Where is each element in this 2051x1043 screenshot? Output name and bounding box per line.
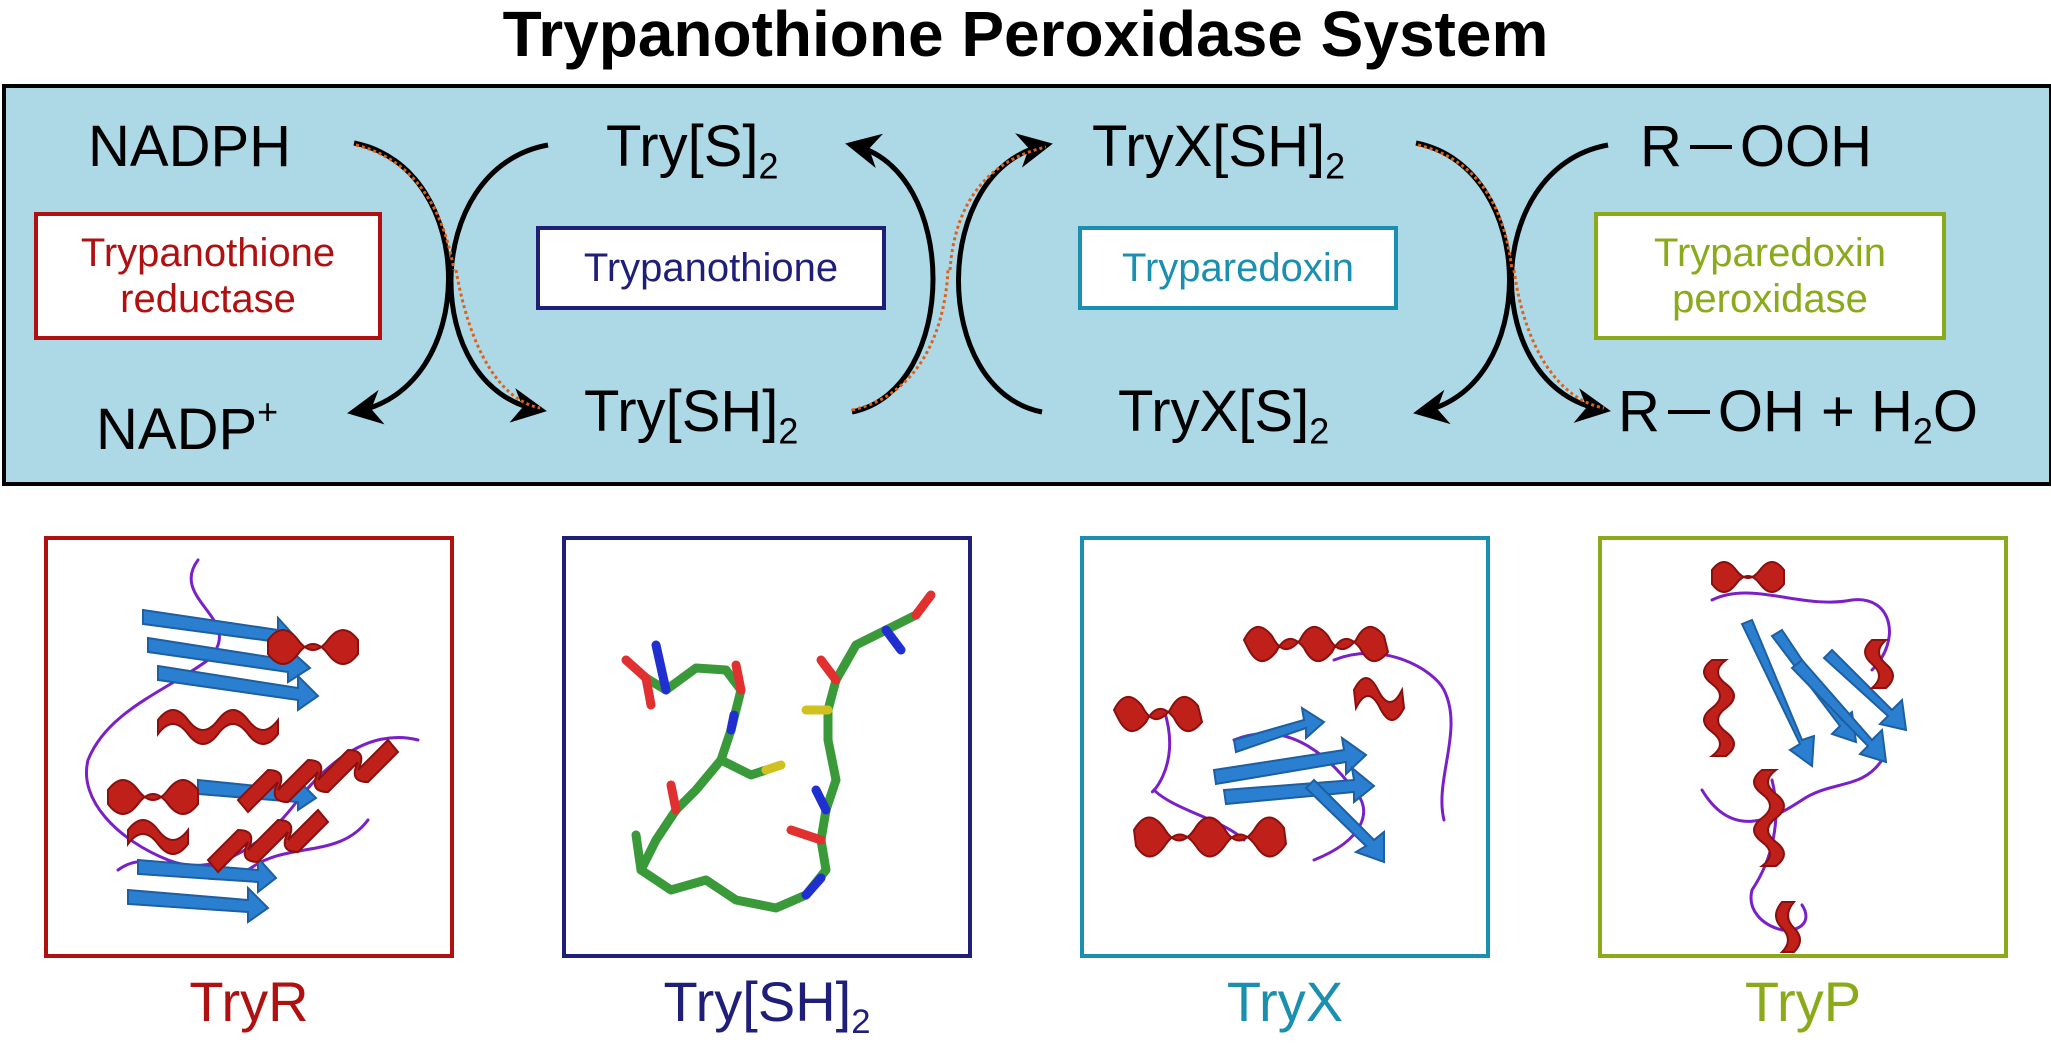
molecule-water-o: O — [1932, 379, 1979, 444]
molecule-tryx-s2: TryX[S]2 — [1118, 380, 1329, 464]
molecule-nadp-label: NADP — [96, 397, 258, 463]
molecule-water-subscript: 2 — [1912, 410, 1933, 452]
caption-tryp: TryP — [1598, 970, 2008, 1034]
enzyme-label-line2: reductase — [120, 277, 296, 321]
structure-panel-tryx — [1080, 536, 1490, 958]
enzyme-box-trypanothione: Trypanothione — [536, 226, 886, 310]
molecule-nadp: NADP+ — [96, 380, 278, 462]
structure-panel-try-sh2 — [562, 536, 972, 958]
molecule-tryx-s2-subscript: 2 — [1309, 410, 1330, 452]
enzyme-label-line1: Trypanothione — [583, 246, 839, 290]
enzyme-box-tryparedoxin: Tryparedoxin — [1078, 226, 1398, 310]
molecule-try-sh2-label: Try[SH] — [584, 379, 779, 444]
tryx-ribbon-structure — [1112, 626, 1453, 864]
molecule-rooh-r: R — [1640, 114, 1682, 179]
structure-panel-tryr — [44, 536, 454, 958]
enzyme-label-line2: peroxidase — [1672, 277, 1868, 321]
caption-tryr-label: TryR — [189, 970, 309, 1033]
structure-panel-tryp — [1598, 536, 2008, 958]
molecule-roh-r: R — [1618, 379, 1660, 444]
enzyme-box-trypanothione-reductase: Trypanothione reductase — [34, 212, 382, 340]
molecule-try-s2-label: Try[S] — [606, 114, 759, 179]
tryp-ribbon-structure — [1700, 561, 1908, 953]
molecule-tryx-sh2: TryX[SH]2 — [1092, 115, 1345, 199]
caption-tryp-label: TryP — [1744, 970, 1862, 1033]
molecule-tryx-s2-label: TryX[S] — [1118, 379, 1310, 444]
caption-tryx: TryX — [1080, 970, 1490, 1034]
molecule-try-sh2: Try[SH]2 — [584, 380, 798, 464]
enzyme-label-line1: Trypanothione — [80, 231, 336, 275]
molecule-tryx-sh2-label: TryX[SH] — [1092, 114, 1326, 179]
molecule-rooh-ooh: OOH — [1739, 114, 1873, 179]
enzyme-label-line1: Tryparedoxin — [1122, 246, 1354, 290]
single-bond-dash — [1689, 144, 1732, 149]
figure-title: Trypanothione Peroxidase System — [502, 0, 1549, 70]
molecule-nadph: NADPH — [88, 115, 291, 179]
caption-try-sh2-subscript: 2 — [851, 1003, 871, 1042]
molecule-try-s2: Try[S]2 — [606, 115, 779, 199]
molecule-try-s2-subscript: 2 — [758, 145, 779, 187]
caption-try-sh2-label: Try[SH] — [663, 970, 852, 1033]
trypanothione-stick-structure — [621, 590, 936, 913]
molecule-tryx-sh2-subscript: 2 — [1325, 145, 1346, 187]
tryr-ribbon-structure — [85, 558, 420, 924]
caption-try-sh2: Try[SH]2 — [562, 970, 972, 1043]
caption-tryr: TryR — [44, 970, 454, 1034]
molecule-roh-water: R OH + H2O — [1618, 380, 1978, 464]
molecule-nadph-label: NADPH — [88, 114, 292, 179]
molecule-rooh: R OOH — [1640, 115, 1872, 179]
molecule-nadp-charge: + — [257, 391, 279, 432]
enzyme-label-line1: Tryparedoxin — [1654, 231, 1886, 275]
caption-tryx-label: TryX — [1226, 970, 1344, 1033]
enzyme-box-tryparedoxin-peroxidase: Tryparedoxin peroxidase — [1594, 212, 1946, 340]
single-bond-dash — [1667, 409, 1710, 414]
molecule-roh-oh-h: OH + H — [1717, 379, 1913, 444]
molecule-try-sh2-subscript: 2 — [778, 410, 799, 452]
